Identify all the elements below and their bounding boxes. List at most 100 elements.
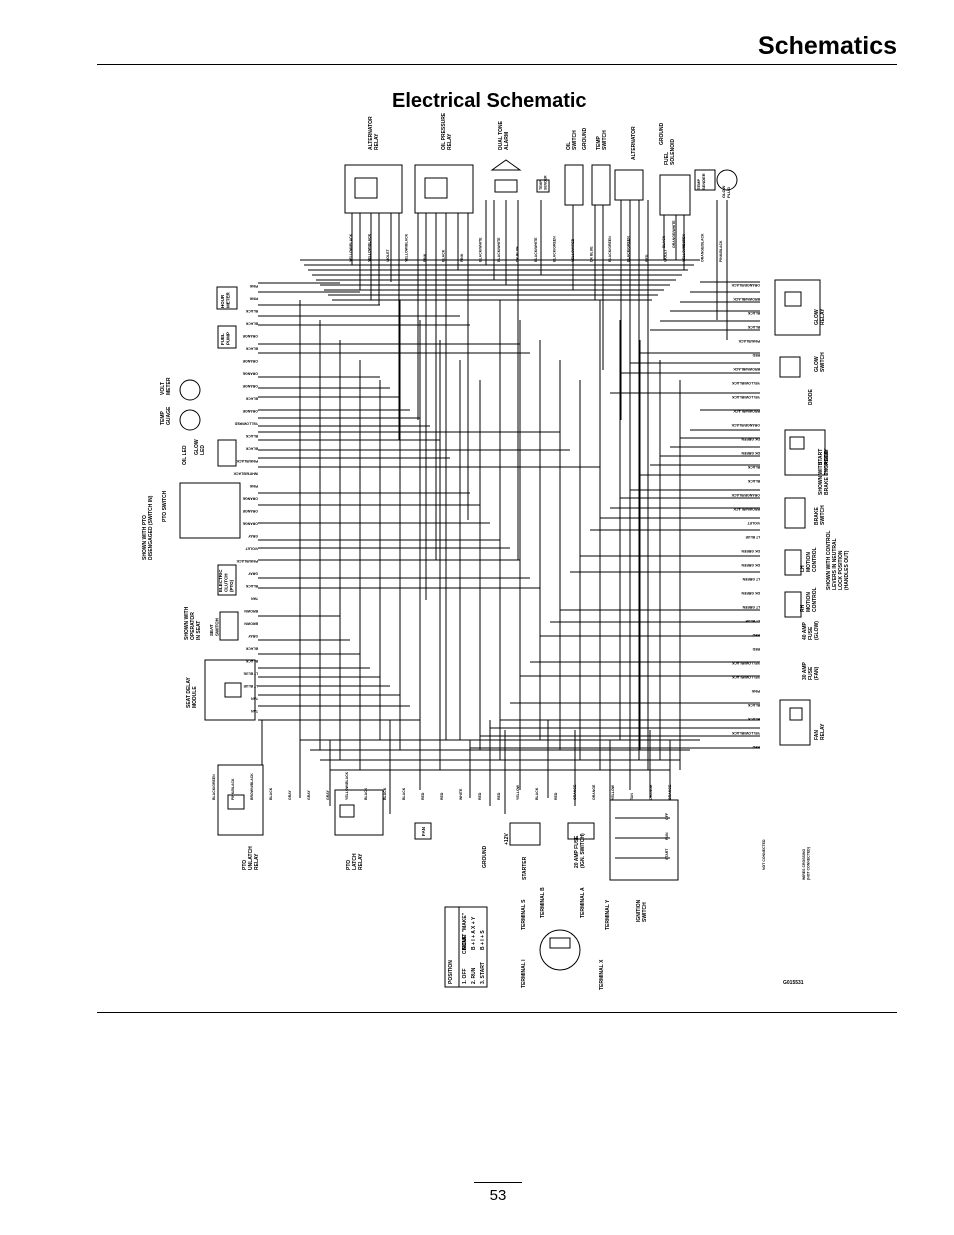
fuse-30amp-label: FUSE [808, 666, 814, 680]
glow-switch-label: GLOW [814, 356, 820, 372]
key-switch-slot [549, 937, 571, 949]
wire-label-right: BLACK [747, 325, 760, 329]
wire-label-top: YELLOW/BLACK [368, 233, 372, 262]
electric-clutch-label: (PTO) [229, 579, 234, 592]
temp-switch-box [591, 164, 611, 206]
wire-label-left: BLACK [245, 584, 258, 588]
ground-label: GROUND [582, 127, 588, 150]
ground-label: GROUND [659, 122, 665, 145]
pto-unlatch-relay-label: RELAY [254, 853, 260, 870]
lh-motion-control-label: LH [800, 565, 806, 572]
legend-label: (NOT CONNECTED) [807, 847, 811, 880]
wire-label-left: LT BLUE [243, 672, 258, 676]
wire-label-bottom: PINK/BLACK [231, 778, 235, 800]
plus-12v-label: +12V [504, 833, 510, 845]
seat-switch-label: SWITCH [215, 618, 220, 636]
relay-coil [339, 804, 355, 818]
fuse-30amp-label: (FAN) [814, 666, 820, 680]
wire-label-right: BLACK [747, 717, 760, 721]
motion-note: SHOWN WITH CONTROL [826, 531, 832, 590]
oil-pressure-relay-label: OIL PRESSURE [441, 112, 447, 150]
wire-label-top: BLACK [442, 249, 446, 262]
legend-label: NOT CONNECTED [762, 839, 766, 870]
wire-label-right: RED [752, 745, 760, 749]
wire-label-top: BLACK/WHITE [534, 237, 538, 262]
rh-motion-control-box [784, 591, 802, 618]
wire-label-bottom: TAN [630, 793, 634, 800]
wire-label-right: DK GREEN [741, 591, 760, 595]
relay-coil [784, 291, 802, 307]
wire-label-bottom: RED [478, 792, 482, 800]
wire-label-bottom: BLACK [402, 787, 406, 800]
wire-label-right: DK GREEN [741, 549, 760, 553]
glow-led-label: GLOW [194, 439, 200, 455]
circuit-table-header: CIRCUIT "MAKE" [462, 912, 468, 954]
terminal-label: TERMINAL S [521, 899, 527, 930]
wire-label-left: BLACK [245, 309, 258, 313]
brake-note: BRAKE ENGAGED [824, 450, 830, 495]
glow-plug-label: GLOW [721, 185, 726, 198]
wire-label-top: DK BLUE [590, 246, 594, 262]
pto-switch-note: SHOWN WITH PTO [142, 515, 148, 560]
fan-relay-label: RELAY [820, 723, 826, 740]
fuse-30amp-label: 30 AMP [802, 661, 808, 680]
fuel-solenoid-box [659, 174, 691, 216]
fuel-pump-label: PUMP [226, 332, 231, 345]
wire-label-bottom: BLACK [364, 787, 368, 800]
hour-meter-label: METER [226, 291, 231, 308]
motion-note: LEVERS IN NEUTRAL [832, 538, 838, 590]
wire-label-bottom: GRAY [326, 790, 330, 800]
wire-label-left: WHITE/BLACK [233, 472, 258, 476]
wire-label-left: BLACK [245, 659, 258, 663]
wire-label-bottom: BLACK [383, 787, 387, 800]
wire-label-left: ORANGE [242, 509, 258, 513]
fuel-solenoid-label: SOLENOID [670, 138, 676, 165]
temp-gauge-label: TEMP [160, 410, 166, 425]
seat-switch-note: SHOWN WITH [184, 606, 190, 640]
circuit-table-cell: B + I + S [480, 930, 486, 950]
ignition-switch-label: SWITCH [642, 902, 648, 922]
wire-label-bottom: RED [497, 792, 501, 800]
wire-label-right: DK GREEN [741, 563, 760, 567]
terminal-label: TERMINAL Y [605, 899, 611, 930]
lh-motion-control-box [784, 549, 802, 576]
wire-label-left: PINK [249, 284, 258, 288]
pto-latch-relay-label: RELAY [358, 853, 364, 870]
wire-label-top: BLACK/GREEN [608, 236, 612, 262]
fuse-40amp-label: FUSE [808, 626, 814, 640]
wire-label-left: BLACK [245, 434, 258, 438]
electric-clutch-label: ELECTRIC [218, 569, 223, 592]
starter-label: STARTER [522, 856, 528, 880]
wire-label-top: YELLOW/BLACK [682, 233, 686, 262]
seat-switch-box [219, 611, 239, 641]
starter-box [509, 822, 541, 846]
circuit-table-cell: B + I + A X + Y [471, 916, 477, 950]
wire-label-left: BROWN [244, 622, 258, 626]
wire-label-bottom: BROWN/BLACK [250, 773, 254, 800]
glow-relay-box [774, 279, 821, 336]
wire-label-right: RED [752, 633, 760, 637]
hour-meter-label: HOUR [220, 294, 225, 308]
wire-label-left: GRAY [248, 572, 258, 576]
start-relay-label: RELAY [824, 448, 830, 465]
fuse-40amp-label: 40 AMP [802, 621, 808, 640]
wire-label-left: BLACK [245, 397, 258, 401]
wire-label-right: BLACK [747, 311, 760, 315]
pto-switch-label: PTO SWITCH [162, 490, 168, 522]
lh-motion-control-label: MOTION [806, 552, 812, 572]
key-switch-circle [539, 929, 581, 971]
lh-motion-control-label: CONTROL [812, 547, 818, 572]
wire-label-right: BLACK [747, 479, 760, 483]
wire-label-left: PINK [249, 297, 258, 301]
wire-label-left: GRAY [248, 534, 258, 538]
wire-label-top: YELLOW/BLACK [405, 233, 409, 262]
alternator-relay-label: ALTERNATOR [368, 116, 374, 150]
brake-switch-label: SWITCH [820, 505, 826, 525]
wire-label-bottom: ORANGE [668, 784, 672, 800]
alternator-label: ALTERNATOR [631, 126, 637, 160]
wire-label-right: ORANGE/BLACK [731, 493, 760, 497]
wire-label-bottom: RED [554, 792, 558, 800]
wire-label-top: PINK [423, 253, 427, 262]
wire-label-bottom: ORANGE [649, 784, 653, 800]
